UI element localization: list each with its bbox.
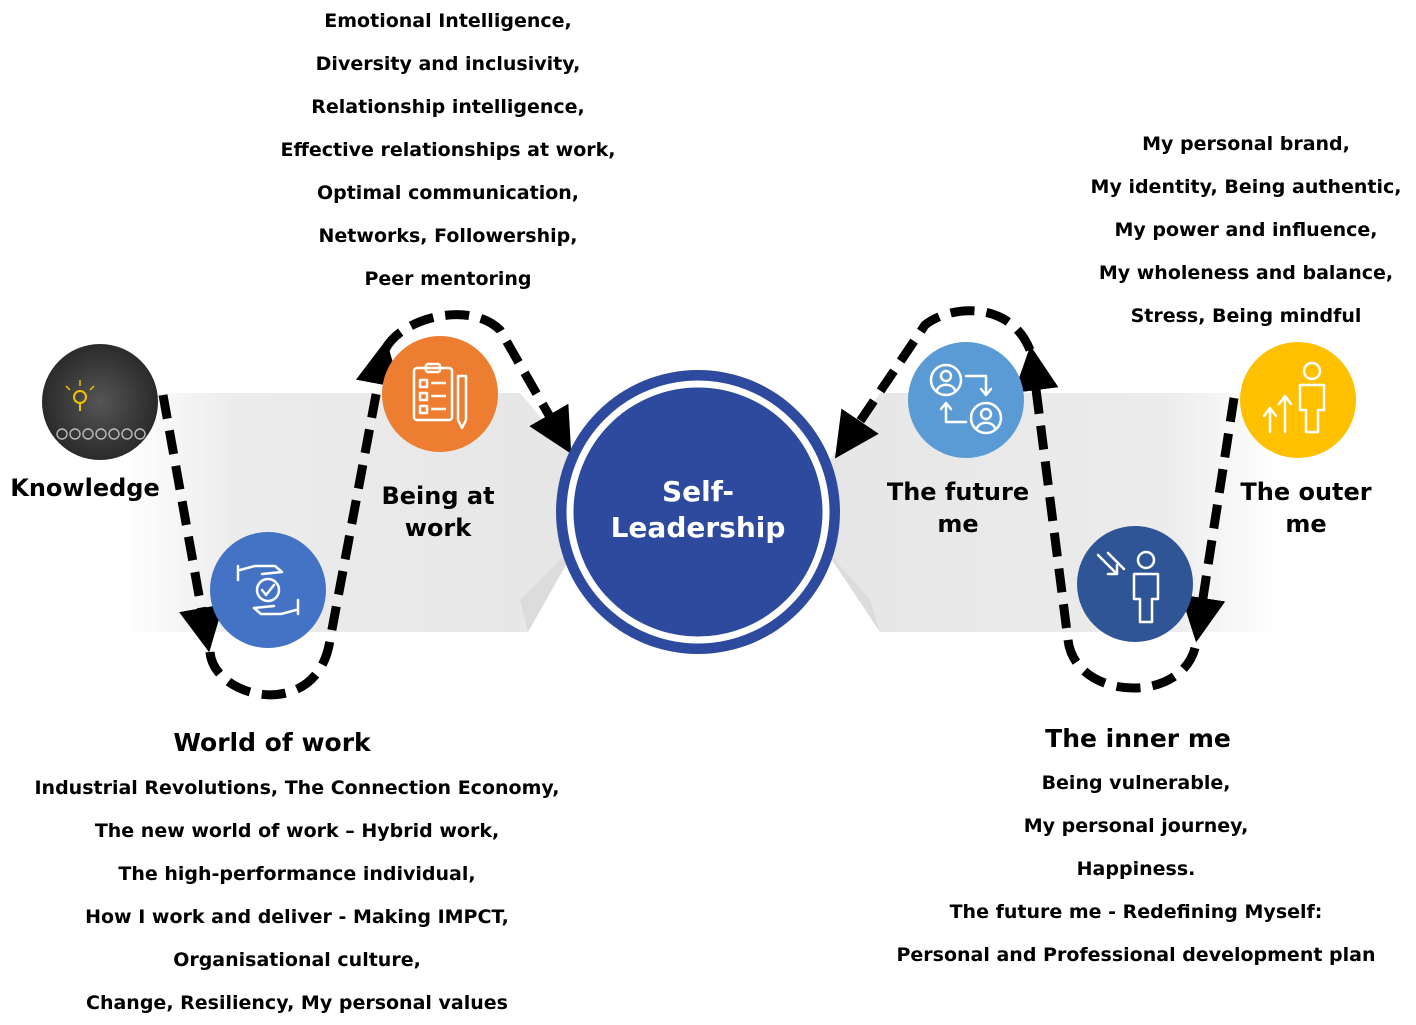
person-inward-icon — [1096, 550, 1160, 624]
inner-me-label: The inner me — [1045, 724, 1231, 753]
topic-item: My wholeness and balance, — [1098, 262, 1394, 284]
topic-item: My identity, Being authentic, — [1090, 176, 1402, 198]
topic-item: How I work and deliver - Making IMPCT, — [85, 906, 509, 928]
topic-item: Effective relationships at work, — [280, 139, 616, 161]
being-at-work-label-line2: work — [404, 514, 472, 542]
topic-item: My power and influence, — [1114, 219, 1378, 241]
topic-item: The future me - Redefining Myself: — [949, 901, 1323, 923]
world-of-work-node — [210, 532, 326, 648]
world-of-work-topics: Industrial Revolutions, The Connection E… — [0, 767, 594, 1025]
connector-outer-to-inner — [1180, 397, 1239, 643]
center-title: Self- Leadership — [598, 474, 798, 546]
center-title-line1: Self- — [661, 475, 735, 508]
outer-me-label-line1: The outer — [1240, 478, 1372, 506]
connector-knowledge-to-world — [158, 394, 224, 653]
connector-inner-loop — [1013, 345, 1200, 693]
topic-item: Being vulnerable, — [1041, 772, 1231, 794]
lightbulb-icon — [56, 380, 146, 440]
future-me-node — [908, 342, 1024, 458]
outer-me-label: The outer me — [1220, 476, 1392, 540]
topic-item: My personal journey, — [1023, 815, 1249, 837]
topic-item: Organisational culture, — [173, 949, 421, 971]
being-at-work-label: Being at work — [348, 480, 528, 544]
future-me-label: The future me — [868, 476, 1048, 540]
topic-item: Emotional Intelligence, — [324, 10, 572, 32]
center-title-line2: Leadership — [610, 511, 786, 544]
inner-me-topics: Being vulnerable, My personal journey, H… — [866, 762, 1406, 977]
topic-item: My personal brand, — [1142, 133, 1350, 155]
topic-item: Personal and Professional development pl… — [896, 944, 1376, 966]
topic-item: Optimal communication, — [316, 182, 580, 204]
future-me-label-line2: me — [937, 510, 979, 538]
connector-future-to-center — [834, 306, 1035, 459]
topic-item: Industrial Revolutions, The Connection E… — [34, 777, 560, 799]
future-me-label-line1: The future — [886, 478, 1030, 506]
self-leadership-circle — [556, 370, 840, 654]
topic-item: Peer mentoring — [364, 268, 532, 290]
outer-me-node — [1240, 342, 1356, 458]
world-of-work-label: World of work — [173, 728, 371, 757]
outer-me-topics: My personal brand, My identity, Being au… — [1076, 123, 1416, 338]
inner-me-node — [1077, 526, 1193, 642]
topic-item: Relationship intelligence, — [311, 96, 585, 118]
topic-item: Diversity and inclusivity, — [315, 53, 581, 75]
topic-item: The high-performance individual, — [118, 863, 476, 885]
checklist-icon — [412, 362, 468, 430]
outer-me-label-line2: me — [1285, 510, 1327, 538]
topic-item: Change, Resiliency, My personal values — [86, 992, 508, 1014]
being-at-work-topics: Emotional Intelligence, Diversity and in… — [198, 0, 698, 301]
connector-being-to-center — [380, 310, 572, 454]
people-exchange-icon — [929, 363, 1003, 435]
topic-item: Networks, Followership, — [318, 225, 578, 247]
connector-paths — [158, 306, 1239, 700]
connector-world-loop — [205, 339, 401, 700]
being-at-work-node — [382, 336, 498, 452]
being-at-work-label-line1: Being at — [381, 482, 495, 510]
topic-item: Happiness. — [1076, 858, 1196, 880]
knowledge-label: Knowledge — [10, 474, 160, 502]
knowledge-node — [42, 344, 158, 460]
hands-check-icon — [236, 564, 300, 616]
person-growth-icon — [1262, 361, 1326, 434]
topic-item: Stress, Being mindful — [1130, 305, 1362, 327]
topic-item: The new world of work – Hybrid work, — [94, 820, 500, 842]
